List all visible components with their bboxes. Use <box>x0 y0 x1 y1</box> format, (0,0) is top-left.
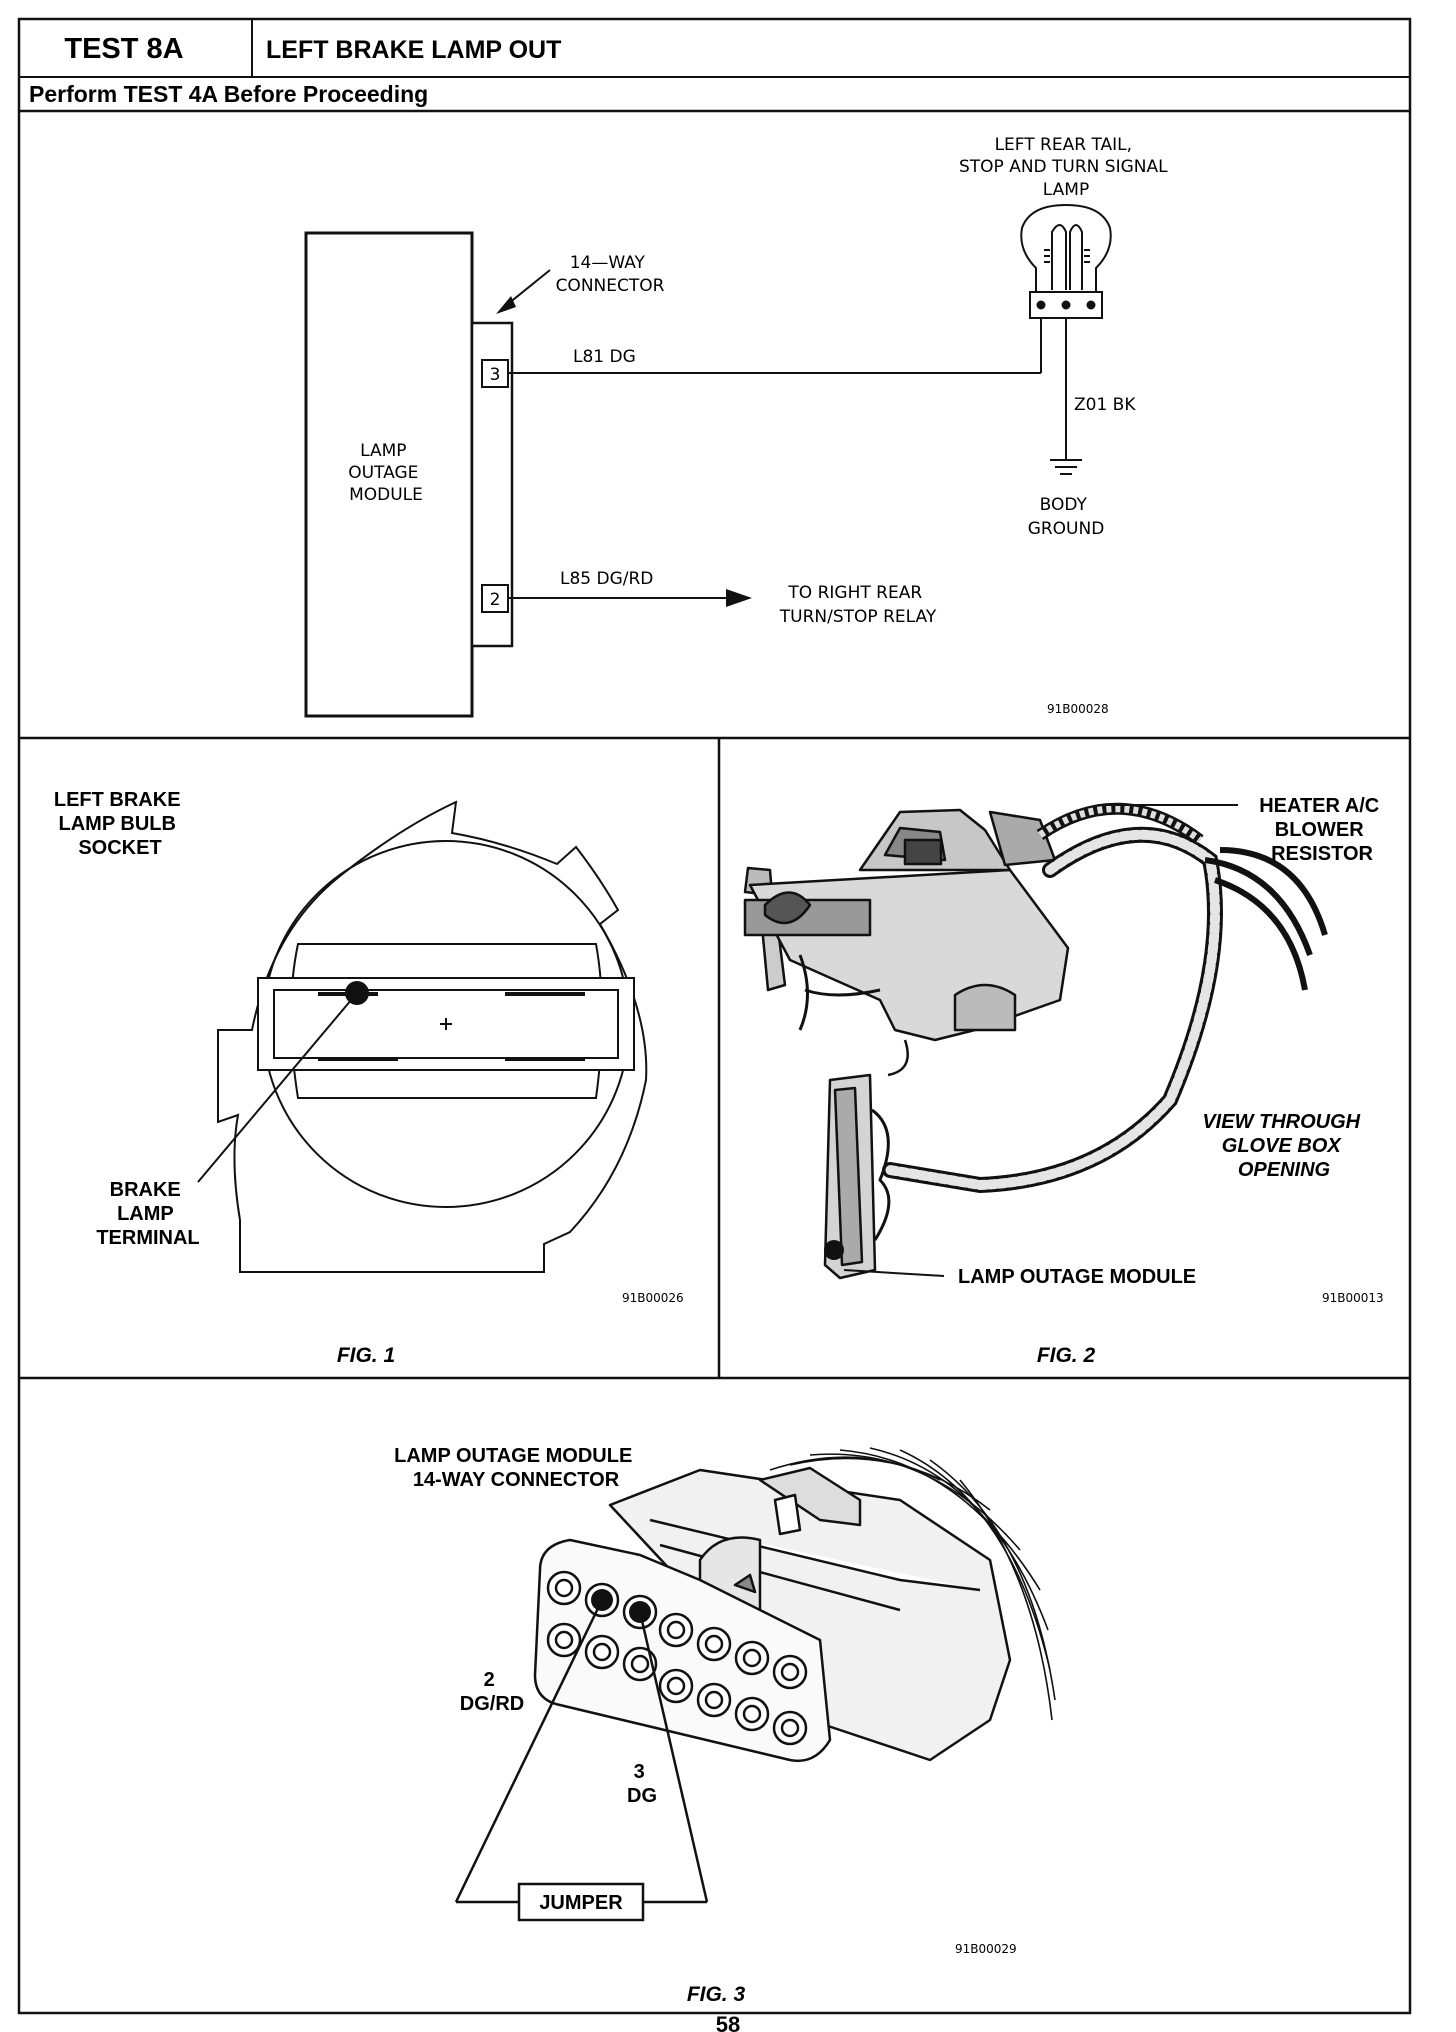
module-label: LAMP OUTAGE MODULE <box>348 441 424 505</box>
fig1-panel: LEFT BRAKE LAMP BULB SOCKET BRAKE LAMP T… <box>54 789 684 1367</box>
module-pointer <box>843 1269 945 1277</box>
terminal-pointer <box>197 992 358 1183</box>
fig1-caption: FIG. 1 <box>337 1344 395 1367</box>
test-title: LEFT BRAKE LAMP OUT <box>266 36 561 64</box>
page-frame <box>17 17 1412 2015</box>
pin-2-label: 2 <box>490 590 501 610</box>
jumper-label: JUMPER <box>539 1892 623 1914</box>
jumper-leads <box>454 1599 709 1904</box>
terminal-label: BRAKE LAMP TERMINAL <box>96 1179 199 1249</box>
fig3-title: LAMP OUTAGE MODULE 14-WAY CONNECTOR <box>394 1445 638 1491</box>
test-subtitle: Perform TEST 4A Before Proceeding <box>29 81 428 107</box>
test-id: TEST 8A <box>64 33 183 65</box>
module-label: LAMP OUTAGE MODULE <box>958 1266 1196 1288</box>
jumper-box <box>517 1882 645 1922</box>
fig3-caption: FIG. 3 <box>687 1983 746 2006</box>
socket-label: LEFT BRAKE LAMP BULB SOCKET <box>54 789 186 859</box>
tail-lamp-bulb-icon <box>1020 203 1112 319</box>
wire-strands-icon <box>769 1447 1056 1721</box>
fig3-code: 91B00029 <box>955 1942 1017 1956</box>
resistor-label: HEATER A/C BLOWER RESISTOR <box>1259 795 1385 865</box>
lamp-label: LEFT REAR TAIL, STOP AND TURN SIGNAL LAM… <box>959 135 1173 200</box>
fig3-panel: LAMP OUTAGE MODULE 14-WAY CONNECTOR <box>394 1445 1056 2006</box>
fig2-caption: FIG. 2 <box>1037 1344 1096 1367</box>
ground-label: BODY GROUND <box>1028 495 1105 539</box>
cavity-holes <box>546 1570 808 1746</box>
page-number: 58 <box>716 2012 740 2032</box>
schematic-code: 91B00028 <box>1047 702 1109 716</box>
pin2-label: 2 DG/RD <box>460 1669 524 1715</box>
fig1-code: 91B00026 <box>622 1291 684 1305</box>
connector-label: 14—WAY CONNECTOR <box>556 253 665 296</box>
view-label: VIEW THROUGH GLOVE BOX OPENING <box>1202 1111 1365 1181</box>
bulb-socket-icon <box>217 800 648 1273</box>
wire-l85-label: L85 DG/RD <box>560 569 653 589</box>
wire-l81-label: L81 DG <box>573 347 636 367</box>
connector-pointer-arrowhead <box>496 296 516 314</box>
relay-label: TO RIGHT REAR TURN/STOP RELAY <box>779 583 937 627</box>
wire-z01-label: Z01 BK <box>1074 395 1136 415</box>
fig2-panel: HEATER A/C BLOWER RESISTOR VIEW THROUGH … <box>743 795 1385 1367</box>
harness-tail-icon <box>1204 847 1328 991</box>
module-connector-dot-icon <box>824 1240 844 1260</box>
wire-l85-arrowhead <box>726 589 752 607</box>
pin-3-label: 3 <box>490 365 501 385</box>
fig2-code: 91B00013 <box>1322 1291 1384 1305</box>
pin3-label: 3 DG <box>627 1761 657 1807</box>
harness-upper-inner <box>1038 805 1203 843</box>
wiring-schematic: LAMP OUTAGE MODULE 3 2 14—WAY CONNECTOR … <box>304 135 1173 718</box>
ground-symbol-icon <box>1050 459 1082 475</box>
lamp-outage-module-box <box>304 231 474 718</box>
glove-box-assembly-icon <box>743 808 1070 1280</box>
harness-bundle-inner <box>885 829 1220 1191</box>
